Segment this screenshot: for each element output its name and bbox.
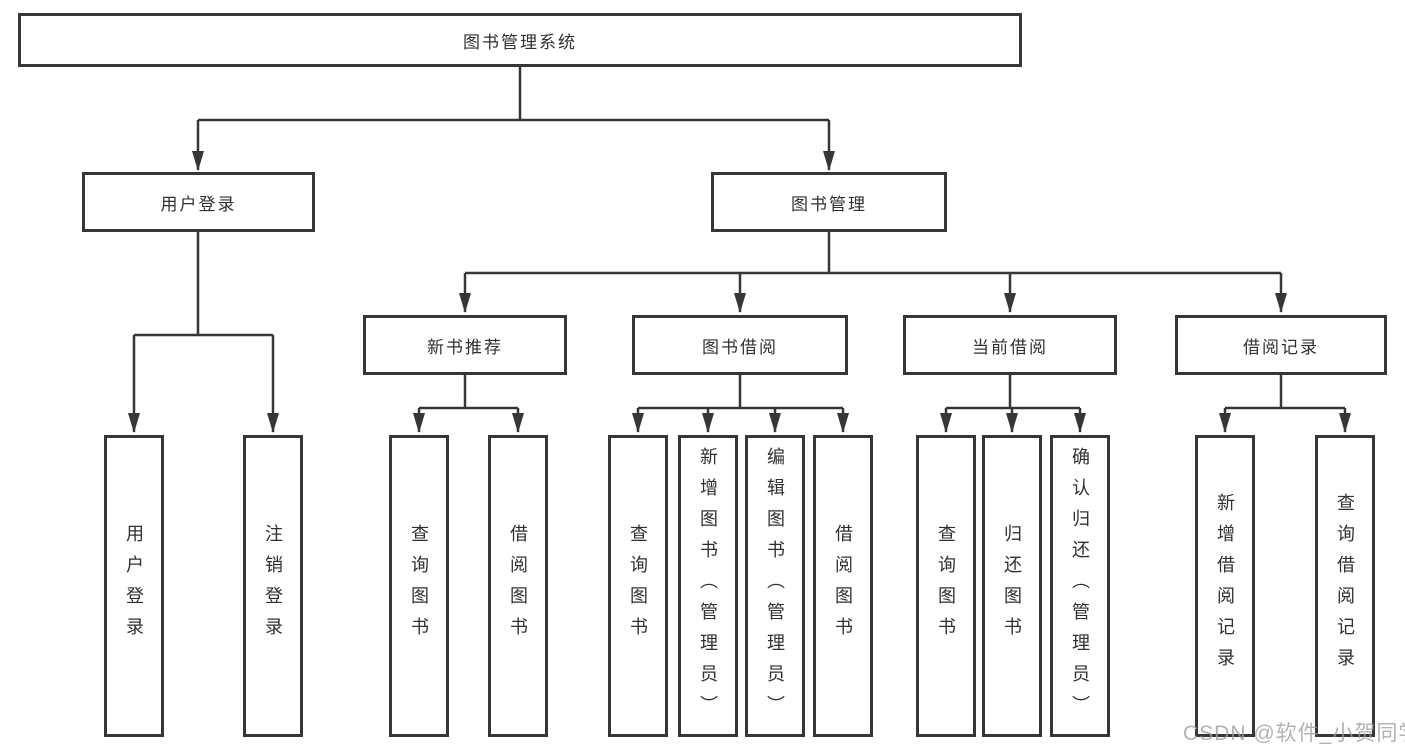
leaf-user-login: 用户登录 bbox=[104, 435, 164, 737]
node-book-borrowing: 图书借阅 bbox=[632, 315, 848, 375]
leaf-user-login-label: 用户登录 bbox=[124, 524, 144, 648]
leaf-current-return-books: 归还图书 bbox=[982, 435, 1042, 737]
node-user-login-branch: 用户登录 bbox=[82, 172, 315, 232]
leaf-current-confirm-return-admin: 确认归还（管理员） bbox=[1050, 435, 1110, 737]
leaf-records-query-borrow-record: 查询借阅记录 bbox=[1315, 435, 1375, 737]
watermark: CSDN @软件_小贺同学 bbox=[1183, 722, 1405, 745]
leaf-logout-label: 注销登录 bbox=[263, 524, 283, 648]
node-book-management-branch: 图书管理 bbox=[711, 172, 947, 232]
leaf-records-add-borrow-record-label: 新增借阅记录 bbox=[1215, 493, 1235, 679]
leaf-current-confirm-return-admin-label: 确认归还（管理员） bbox=[1070, 446, 1090, 726]
node-new-book-recommend: 新书推荐 bbox=[363, 315, 567, 375]
leaf-borrowing-query-books: 查询图书 bbox=[608, 435, 668, 737]
leaf-logout: 注销登录 bbox=[243, 435, 303, 737]
leaf-borrowing-add-books-admin-label: 新增图书（管理员） bbox=[698, 446, 718, 726]
leaf-recommend-query-books-label: 查询图书 bbox=[409, 524, 429, 648]
leaf-current-query-books-label: 查询图书 bbox=[936, 524, 956, 648]
node-borrowing-records: 借阅记录 bbox=[1175, 315, 1387, 375]
leaf-borrowing-borrow-books: 借阅图书 bbox=[813, 435, 873, 737]
leaf-recommend-borrow-books: 借阅图书 bbox=[488, 435, 548, 737]
leaf-borrowing-query-books-label: 查询图书 bbox=[628, 524, 648, 648]
leaf-records-query-borrow-record-label: 查询借阅记录 bbox=[1335, 493, 1355, 679]
leaf-current-query-books: 查询图书 bbox=[916, 435, 976, 737]
node-root-system: 图书管理系统 bbox=[18, 13, 1022, 67]
leaf-borrowing-edit-books-admin: 编辑图书（管理员） bbox=[745, 435, 805, 737]
leaf-records-add-borrow-record: 新增借阅记录 bbox=[1195, 435, 1255, 737]
leaf-borrowing-edit-books-admin-label: 编辑图书（管理员） bbox=[765, 446, 785, 726]
leaf-borrowing-add-books-admin: 新增图书（管理员） bbox=[678, 435, 738, 737]
node-current-borrowing: 当前借阅 bbox=[903, 315, 1117, 375]
leaf-current-return-books-label: 归还图书 bbox=[1002, 524, 1022, 648]
leaf-recommend-borrow-books-label: 借阅图书 bbox=[508, 524, 528, 648]
leaf-borrowing-borrow-books-label: 借阅图书 bbox=[833, 524, 853, 648]
leaf-recommend-query-books: 查询图书 bbox=[389, 435, 449, 737]
